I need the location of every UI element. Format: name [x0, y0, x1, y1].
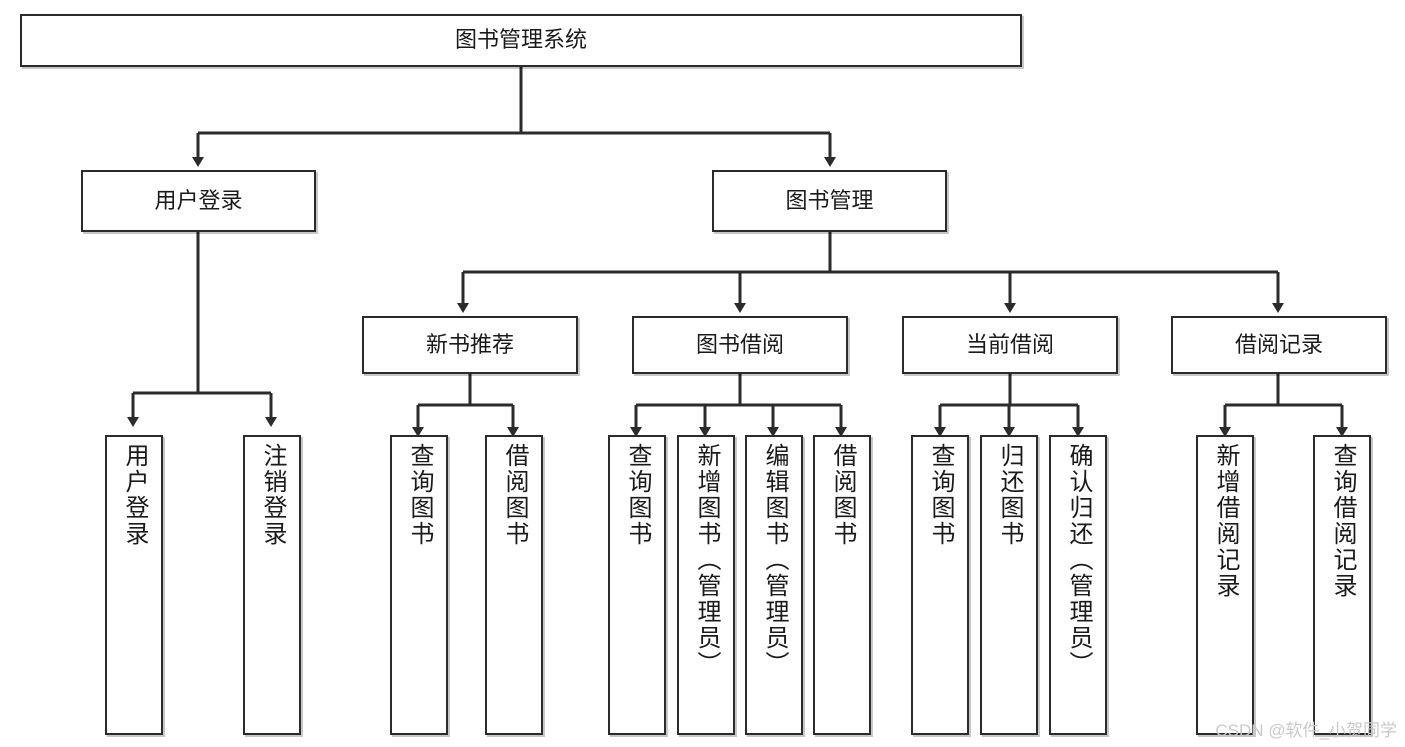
node-leaf-borrow-book[interactable]: 借阅图书	[813, 435, 871, 735]
csdn-watermark: CSDN @软件_小贺同学	[1215, 721, 1397, 740]
node-root-label: 图书管理系统	[454, 27, 587, 53]
node-leaf-query-book-borrow[interactable]: 查询图书	[608, 435, 666, 735]
node-leaf-edit-book-admin-label: 编辑图书（管理员）	[761, 443, 788, 677]
node-leaf-logout[interactable]: 注销登录	[243, 435, 301, 735]
node-leaf-add-book-admin[interactable]: 新增图书（管理员）	[677, 435, 735, 735]
node-leaf-add-borrow-record-label: 新增借阅记录	[1212, 443, 1239, 599]
node-leaf-logout-label: 注销登录	[259, 443, 286, 547]
node-new-book-recommend[interactable]: 新书推荐	[362, 316, 578, 374]
node-leaf-add-book-admin-label: 新增图书（管理员）	[693, 443, 720, 677]
node-leaf-query-book-newbook[interactable]: 查询图书	[390, 435, 448, 735]
node-leaf-confirm-return-admin-label: 确认归还（管理员）	[1065, 443, 1092, 677]
node-leaf-add-borrow-record[interactable]: 新增借阅记录	[1196, 435, 1254, 735]
node-leaf-return-book-label: 归还图书	[996, 443, 1023, 547]
node-current-borrow[interactable]: 当前借阅	[902, 316, 1118, 374]
node-leaf-query-book-newbook-label: 查询图书	[406, 443, 433, 547]
node-leaf-borrow-book-newbook[interactable]: 借阅图书	[485, 435, 543, 735]
node-leaf-user-login[interactable]: 用户登录	[105, 435, 163, 735]
node-leaf-user-login-label: 用户登录	[121, 443, 148, 547]
node-leaf-borrow-book-label: 借阅图书	[829, 443, 856, 547]
node-leaf-query-book-borrow-label: 查询图书	[624, 443, 651, 547]
node-book-management-label: 图书管理	[785, 187, 874, 213]
node-user-login-label: 用户登录	[154, 187, 243, 213]
node-leaf-edit-book-admin[interactable]: 编辑图书（管理员）	[745, 435, 803, 735]
node-current-borrow-label: 当前借阅	[965, 331, 1054, 357]
node-new-book-recommend-label: 新书推荐	[425, 331, 514, 357]
node-book-management[interactable]: 图书管理	[712, 170, 947, 232]
node-leaf-query-book-current[interactable]: 查询图书	[911, 435, 969, 735]
node-book-borrow[interactable]: 图书借阅	[632, 316, 848, 374]
node-borrow-records-label: 借阅记录	[1234, 331, 1323, 357]
node-book-borrow-label: 图书借阅	[695, 331, 784, 357]
node-leaf-borrow-book-newbook-label: 借阅图书	[501, 443, 528, 547]
node-user-login[interactable]: 用户登录	[81, 170, 316, 232]
node-leaf-query-borrow-record-label: 查询借阅记录	[1329, 443, 1356, 599]
node-borrow-records[interactable]: 借阅记录	[1171, 316, 1387, 374]
node-root[interactable]: 图书管理系统	[20, 14, 1022, 67]
node-leaf-confirm-return-admin[interactable]: 确认归还（管理员）	[1049, 435, 1107, 735]
node-leaf-query-borrow-record[interactable]: 查询借阅记录	[1313, 435, 1371, 735]
node-leaf-return-book[interactable]: 归还图书	[980, 435, 1038, 735]
node-leaf-query-book-current-label: 查询图书	[927, 443, 954, 547]
